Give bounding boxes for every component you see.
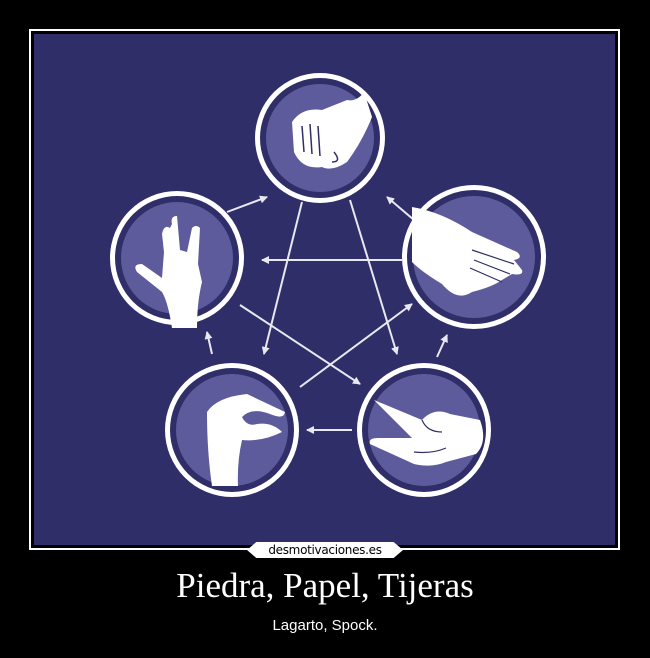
site-watermark: desmotivaciones.es (247, 542, 403, 558)
gesture-paper (402, 185, 546, 329)
gesture-lizard (165, 363, 299, 497)
relationship-arrows (204, 195, 448, 434)
gesture-spock (110, 191, 244, 328)
poster-title: Piedra, Papel, Tijeras (176, 566, 474, 605)
gesture-scissors (357, 363, 491, 497)
poster-subtitle: Lagarto, Spock. (272, 617, 378, 634)
rpsls-diagram (34, 34, 615, 545)
gesture-rock (255, 73, 385, 203)
poster-frame (29, 29, 620, 550)
